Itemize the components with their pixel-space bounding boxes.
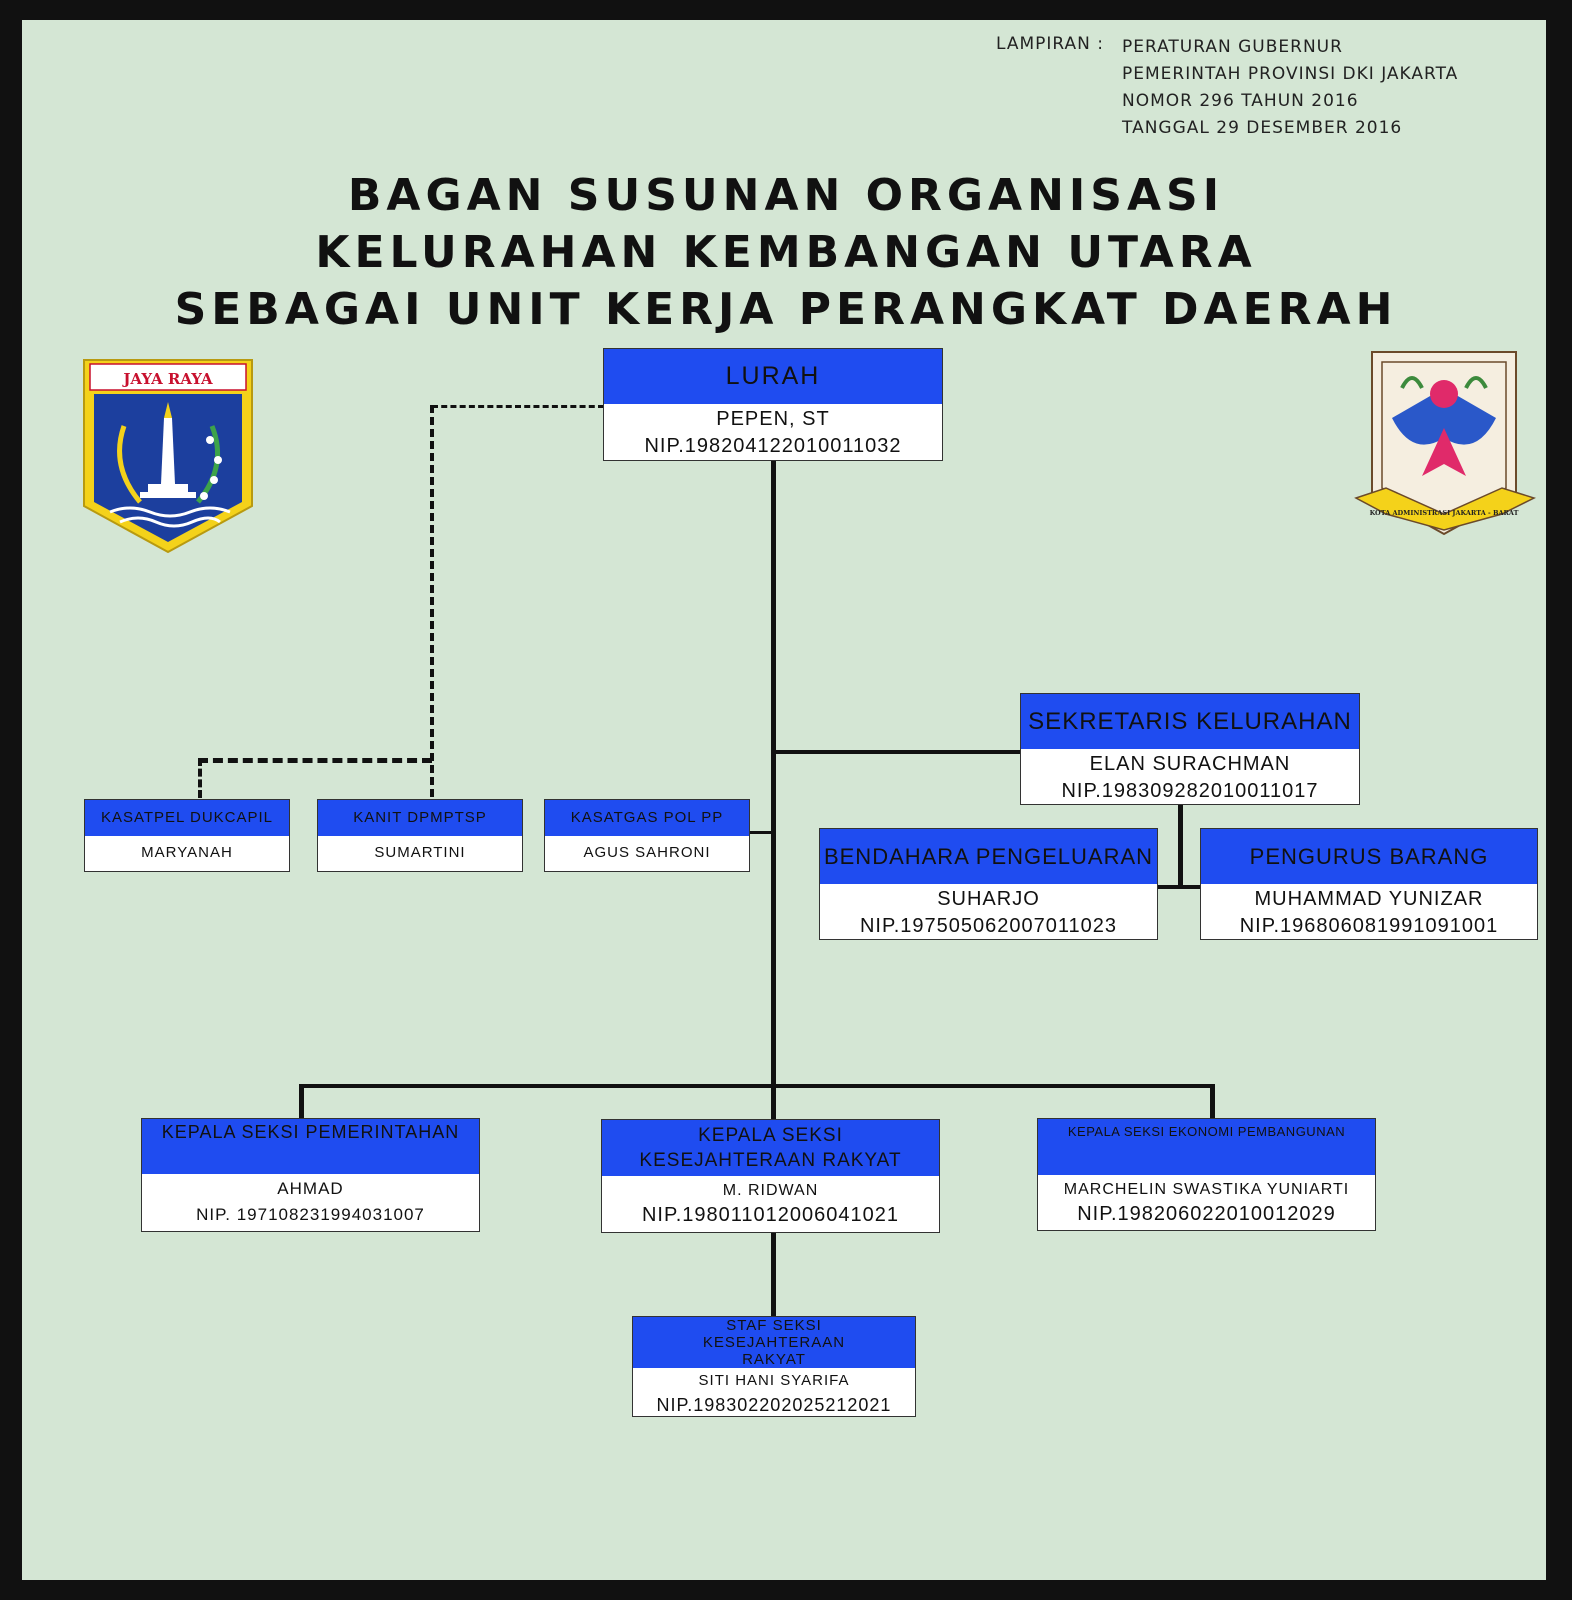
staf-kesra-box: STAF SEKSI KESEJAHTERAAN RAKYAT SITI HAN… bbox=[632, 1316, 916, 1417]
jakarta-barat-emblem-icon: KOTA ADMINISTRASI JAKARTA - BARAT bbox=[1354, 351, 1536, 536]
bendahara-title: BENDAHARA PENGELUARAN bbox=[820, 829, 1157, 884]
dpmptsp-box: KANIT DPMPTSP SUMARTINI bbox=[317, 799, 523, 872]
pengurus-title: PENGURUS BARANG bbox=[1201, 829, 1537, 884]
polpp-title: KASATGAS POL PP bbox=[545, 800, 749, 836]
lampiran-line: PEMERINTAH PROVINSI DKI JAKARTA bbox=[1122, 64, 1459, 84]
seksi-horizontal-line bbox=[299, 1084, 1215, 1088]
pengurus-nip: NIP.196806081991091001 bbox=[1239, 915, 1499, 937]
lurah-box: LURAH PEPEN, ST NIP.198204122010011032 bbox=[603, 348, 943, 461]
sekretaris-name: ELAN SURACHMAN bbox=[1089, 753, 1291, 775]
dashed-line-top bbox=[432, 405, 604, 408]
polpp-box: KASATGAS POL PP AGUS SAHRONI bbox=[544, 799, 750, 872]
title-line-2: KELURAHAN KEMBANGAN UTARA bbox=[315, 227, 1257, 278]
pemerintahan-title: KEPALA SEKSI PEMERINTAHAN bbox=[142, 1119, 479, 1174]
lurah-title: LURAH bbox=[604, 349, 942, 404]
title-line-1: BAGAN SUSUNAN ORGANISASI bbox=[347, 170, 1225, 221]
ekbang-nip: NIP.198206022010012029 bbox=[1077, 1203, 1336, 1225]
kesra-title: KEPALA SEKSI KESEJAHTERAAN RAKYAT bbox=[602, 1120, 939, 1176]
sekretaris-staff-stem bbox=[1178, 805, 1183, 889]
bendahara-name: SUHARJO bbox=[937, 888, 1040, 910]
dashed-line-horizontal bbox=[198, 758, 432, 763]
ekbang-title: KEPALA SEKSI EKONOMI PEMBANGUNAN bbox=[1038, 1119, 1375, 1175]
title-line-3: SEBAGAI UNIT KERJA PERANGKAT DAERAH bbox=[174, 284, 1398, 335]
staf-kesra-nip: NIP.198302202025212021 bbox=[656, 1395, 892, 1415]
dashed-line-dukcapil bbox=[198, 758, 202, 798]
main-trunk-line bbox=[771, 460, 776, 1312]
bendahara-box: BENDAHARA PENGELUARAN SUHARJO NIP.197505… bbox=[819, 828, 1158, 940]
ekbang-box: KEPALA SEKSI EKONOMI PEMBANGUNAN MARCHEL… bbox=[1037, 1118, 1376, 1231]
kesra-name: M. RIDWAN bbox=[722, 1182, 819, 1199]
staf-kesra-title: STAF SEKSI KESEJAHTERAAN RAKYAT bbox=[633, 1317, 915, 1368]
polpp-name: AGUS SAHRONI bbox=[583, 844, 711, 861]
kesra-box: KEPALA SEKSI KESEJAHTERAAN RAKYAT M. RID… bbox=[601, 1119, 940, 1233]
seksi-drop-right bbox=[1210, 1084, 1215, 1119]
lurah-nip: NIP.198204122010011032 bbox=[644, 435, 902, 457]
lurah-name: PEPEN, ST bbox=[716, 408, 830, 430]
pengurus-name: MUHAMMAD YUNIZAR bbox=[1254, 888, 1484, 910]
lampiran-line: TANGGAL 29 DESEMBER 2016 bbox=[1122, 118, 1403, 138]
dashed-line-vertical bbox=[430, 405, 434, 797]
dukcapil-title: KASATPEL DUKCAPIL bbox=[85, 800, 289, 836]
pemerintahan-name: AHMAD bbox=[277, 1179, 344, 1198]
dki-jakarta-emblem-icon: JAYA RAYA bbox=[83, 359, 253, 554]
emblem-banner-text: JAYA RAYA bbox=[121, 370, 213, 388]
lampiran-line: NOMOR 296 TAHUN 2016 bbox=[1122, 91, 1359, 111]
dukcapil-name: MARYANAH bbox=[141, 844, 233, 861]
sekretaris-nip: NIP.198309282010011017 bbox=[1061, 780, 1319, 802]
staff-bridge-line bbox=[1158, 885, 1200, 889]
kesra-nip: NIP.198011012006041021 bbox=[641, 1204, 900, 1226]
dpmptsp-name: SUMARTINI bbox=[374, 844, 466, 861]
sekretaris-connector bbox=[773, 750, 1021, 754]
bendahara-nip: NIP.197505062007011023 bbox=[859, 915, 1118, 937]
staf-kesra-connector bbox=[771, 1232, 776, 1316]
staf-kesra-name: SITI HANI SYARIFA bbox=[698, 1372, 850, 1389]
emblem-ribbon-text: KOTA ADMINISTRASI JAKARTA - BARAT bbox=[1370, 509, 1519, 517]
dukcapil-box: KASATPEL DUKCAPIL MARYANAH bbox=[84, 799, 290, 872]
polpp-connector bbox=[750, 831, 774, 834]
sekretaris-title: SEKRETARIS KELURAHAN bbox=[1021, 694, 1359, 749]
seksi-drop-left bbox=[299, 1084, 304, 1120]
sekretaris-box: SEKRETARIS KELURAHAN ELAN SURACHMAN NIP.… bbox=[1020, 693, 1360, 805]
lampiran-details: PERATURAN GUBERNUR PEMERINTAH PROVINSI D… bbox=[1122, 34, 1458, 142]
lampiran-label: LAMPIRAN : bbox=[996, 34, 1105, 54]
lampiran-line: PERATURAN GUBERNUR bbox=[1122, 37, 1343, 57]
dpmptsp-title: KANIT DPMPTSP bbox=[318, 800, 522, 836]
pengurus-box: PENGURUS BARANG MUHAMMAD YUNIZAR NIP.196… bbox=[1200, 828, 1538, 940]
pemerintahan-nip: NIP. 197108231994031007 bbox=[196, 1205, 425, 1224]
pemerintahan-box: KEPALA SEKSI PEMERINTAHAN AHMAD NIP. 197… bbox=[141, 1118, 480, 1232]
ekbang-name: MARCHELIN SWASTIKA YUNIARTI bbox=[1063, 1181, 1350, 1198]
